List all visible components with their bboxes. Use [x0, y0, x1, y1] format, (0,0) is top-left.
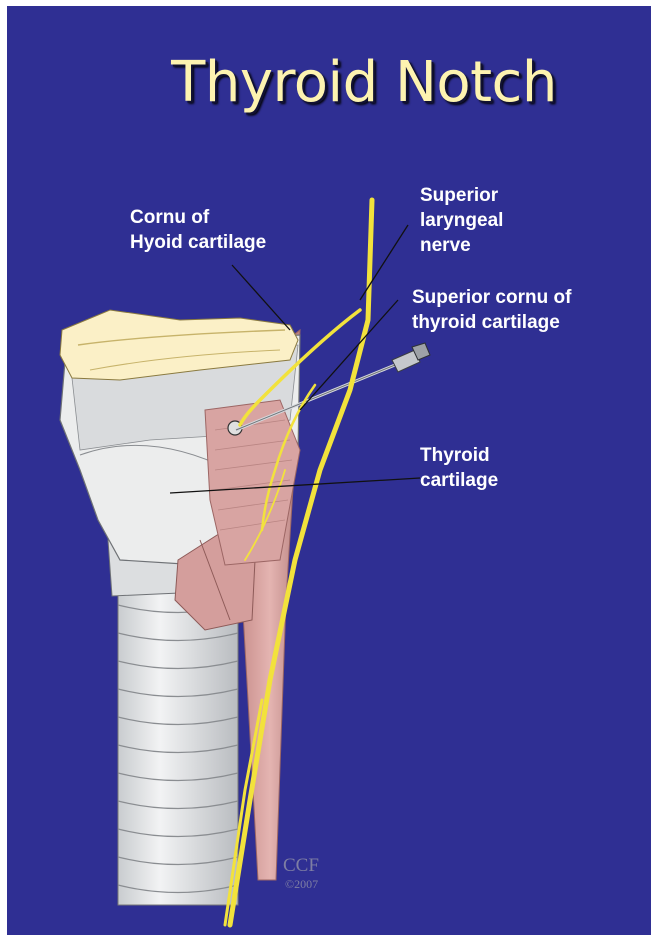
watermark-year: ©2007 — [285, 875, 319, 893]
watermark-mark: CCF — [283, 857, 319, 875]
label-superior-cornu-thyroid: Superior cornu of thyroid cartilage — [412, 285, 571, 335]
label-superior-laryngeal-nerve: Superior laryngeal nerve — [420, 183, 503, 258]
label-thyroid-cartilage: Thyroid cartilage — [420, 443, 498, 493]
label-cornu-hyoid: Cornu of Hyoid cartilage — [130, 205, 266, 255]
copyright-watermark: CCF ©2007 — [283, 857, 319, 893]
page-title: Thyroid Notch — [0, 50, 658, 115]
